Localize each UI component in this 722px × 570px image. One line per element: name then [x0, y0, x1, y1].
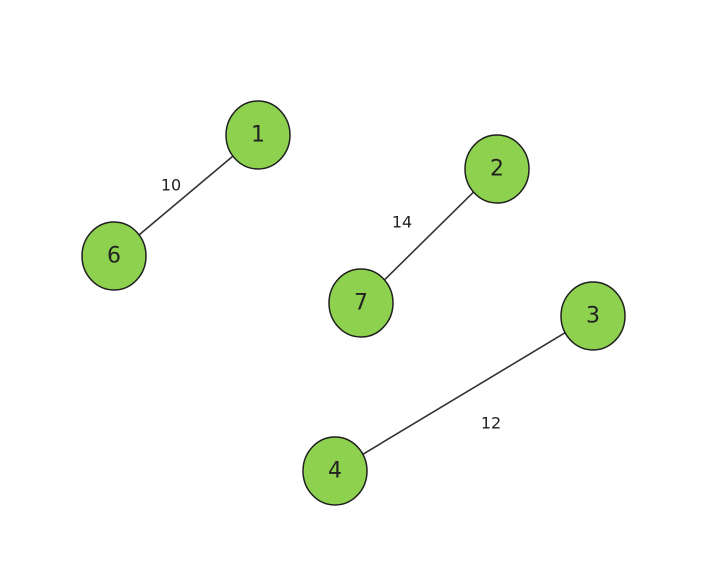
node-4: 4 — [302, 436, 368, 506]
node-label: 7 — [354, 291, 368, 316]
edge-weight-label: 14 — [392, 213, 412, 232]
node-circle — [328, 268, 394, 338]
node-6: 6 — [81, 221, 147, 291]
node-label: 2 — [490, 157, 504, 182]
node-label: 4 — [328, 459, 342, 484]
edge-3-4 — [362, 331, 566, 456]
node-3: 3 — [560, 281, 626, 351]
node-1: 1 — [225, 100, 291, 170]
edge-labels-layer: 10 14 12 — [161, 176, 501, 433]
node-7: 7 — [328, 268, 394, 338]
edge-weight-label: 12 — [481, 414, 501, 433]
node-2: 2 — [464, 134, 530, 204]
node-circle — [225, 100, 291, 170]
edge-1-6 — [137, 154, 235, 237]
node-circle — [464, 134, 530, 204]
node-label: 1 — [251, 123, 265, 148]
node-label: 3 — [586, 304, 600, 329]
node-circle — [81, 221, 147, 291]
node-circle — [560, 281, 626, 351]
edges-layer — [137, 154, 566, 456]
node-circle — [302, 436, 368, 506]
node-label: 6 — [107, 244, 121, 269]
edge-2-7 — [383, 190, 475, 282]
edge-weight-label: 10 — [161, 176, 181, 195]
